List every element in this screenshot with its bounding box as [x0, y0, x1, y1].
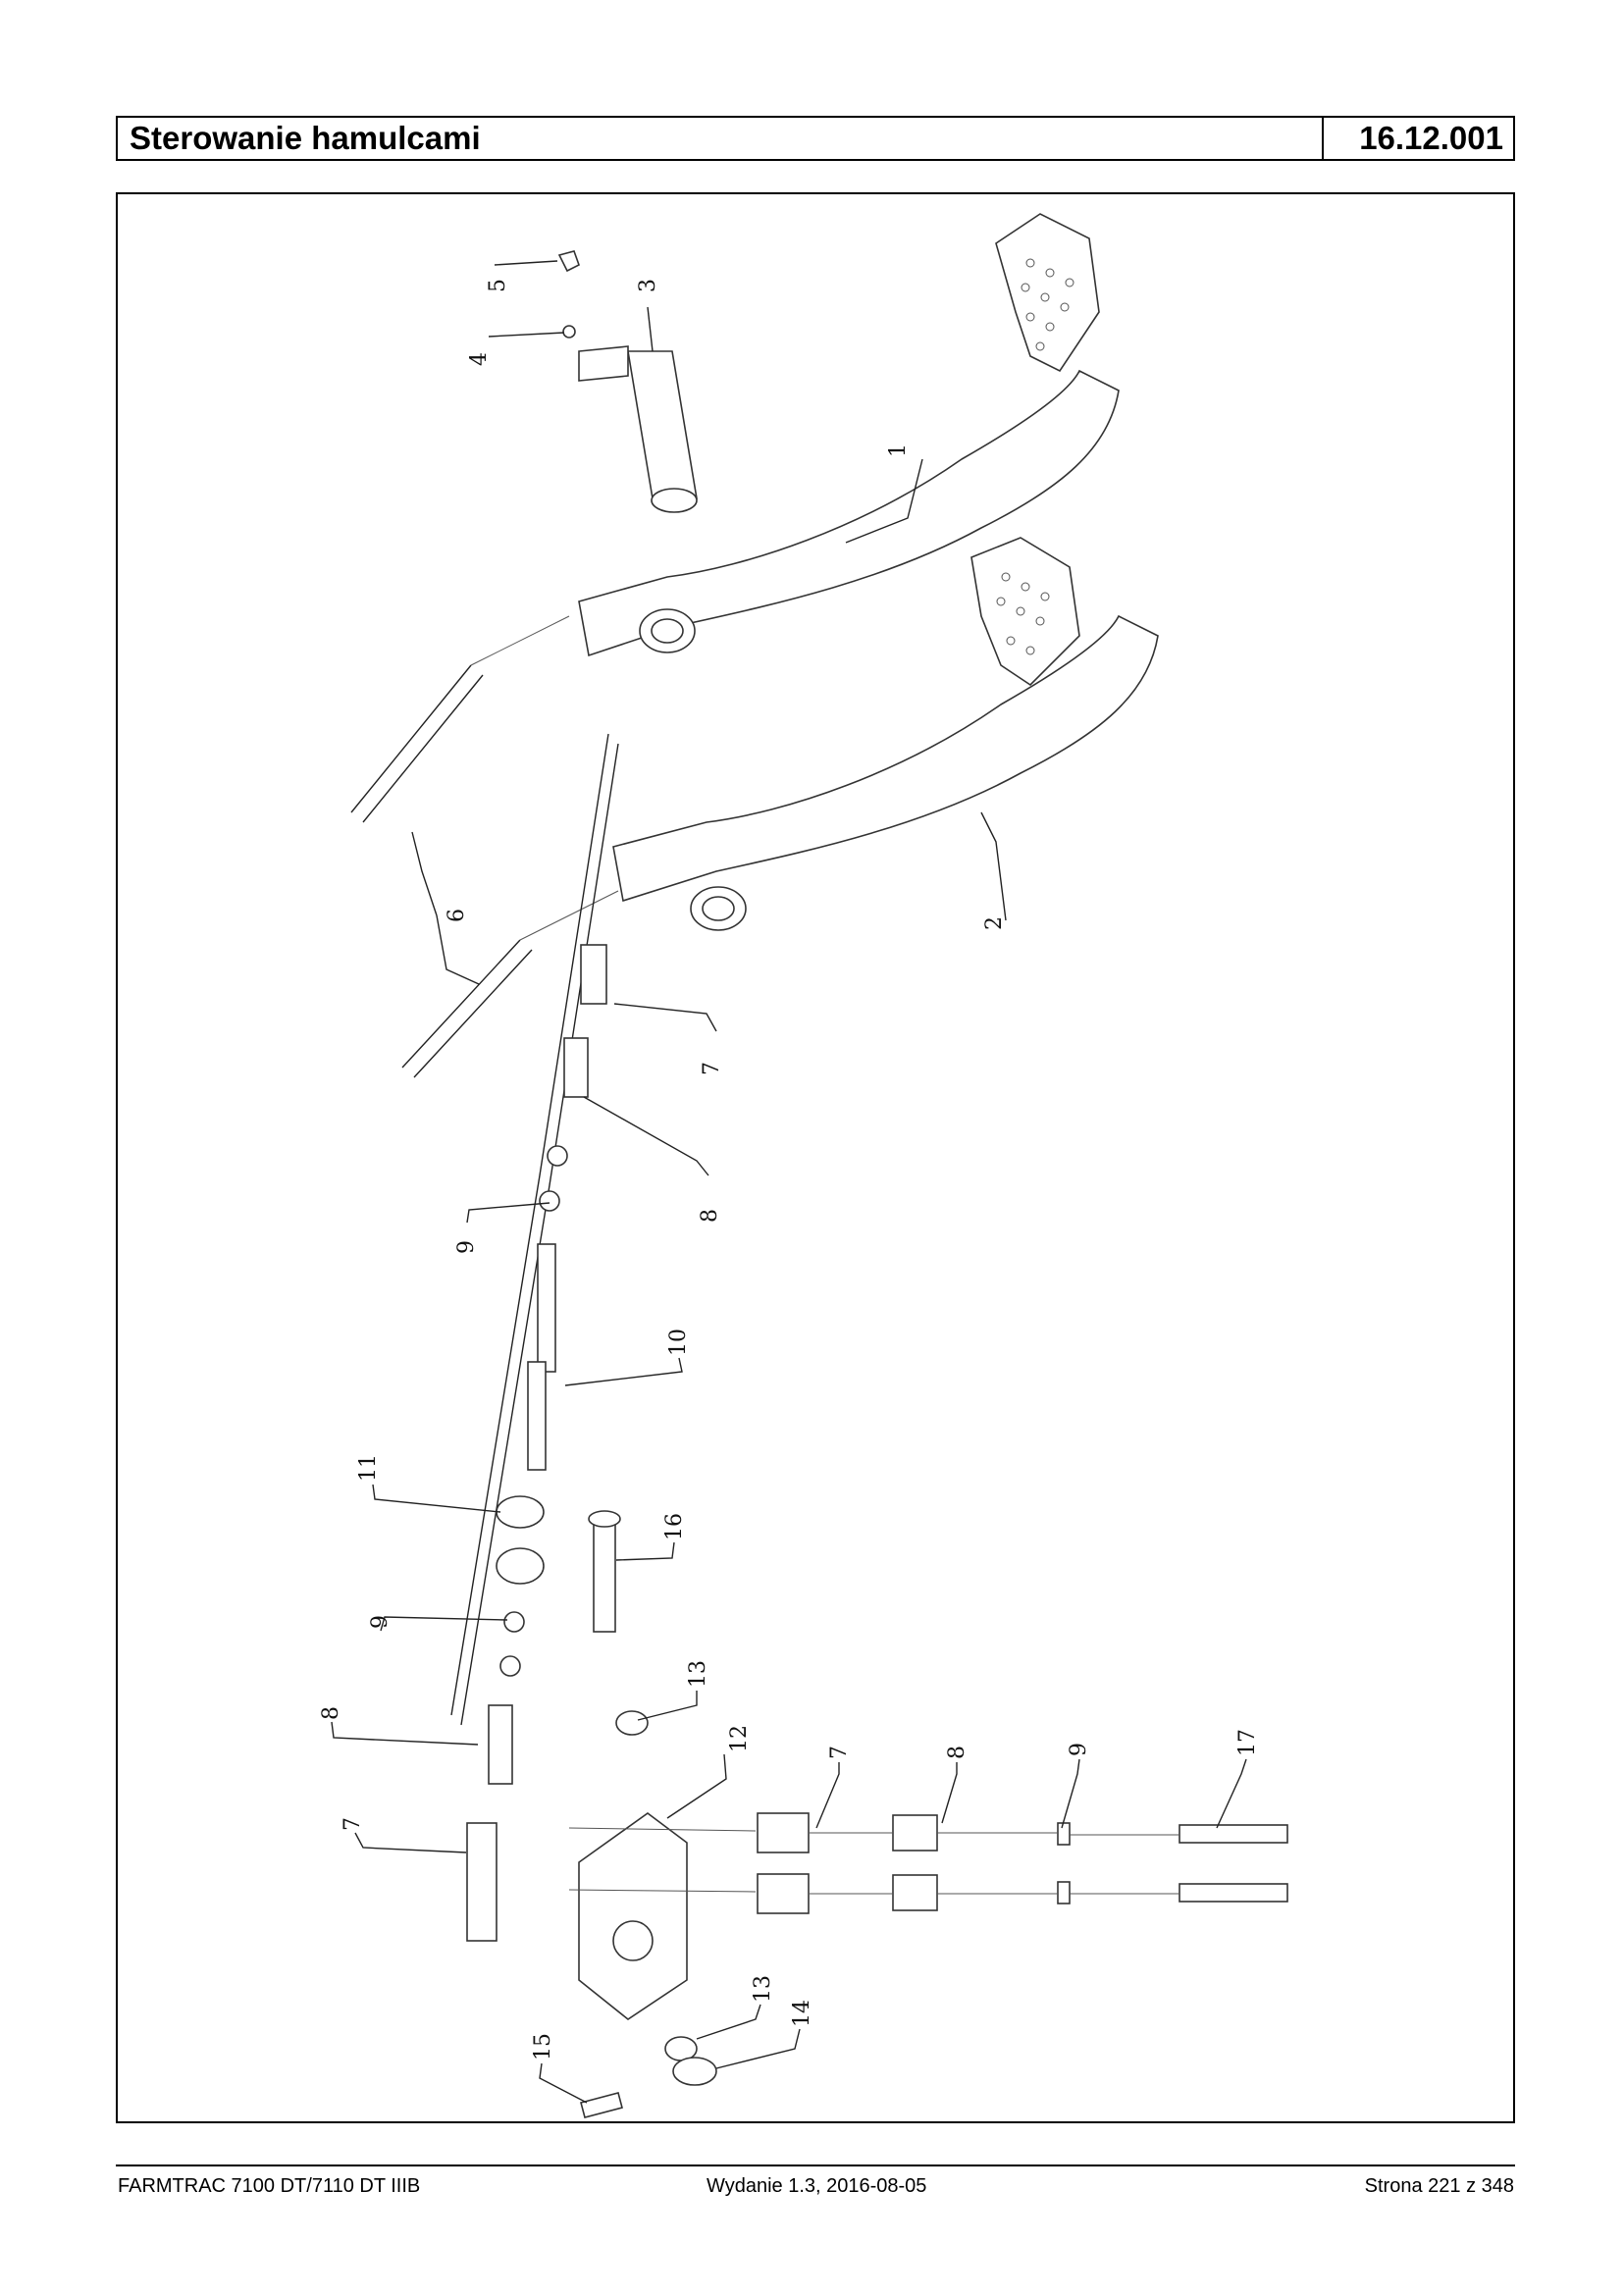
callout-14: 14	[790, 2000, 814, 2027]
bolt-5	[557, 250, 580, 273]
callout-9b: 9	[368, 1615, 393, 1629]
callout-9c: 9	[1067, 1743, 1091, 1756]
callout-8: 8	[698, 1209, 722, 1223]
grommet-11	[496, 1495, 545, 1585]
bushing-13-upper	[615, 1710, 649, 1736]
callout-10: 10	[666, 1329, 691, 1356]
rods-17	[1179, 1824, 1288, 1903]
callout-6: 6	[445, 909, 469, 922]
pin-15	[580, 2092, 623, 2118]
washer-4	[562, 325, 576, 339]
clevis-7-lower	[466, 1822, 498, 1942]
section-code: 16.12.001	[1359, 120, 1503, 156]
callout-2: 2	[982, 916, 1007, 930]
page-title: Sterowanie hamulcami	[118, 118, 1324, 159]
callout-11: 11	[356, 1454, 381, 1482]
lever-12	[578, 1812, 688, 2020]
footer-edition: Wydanie 1.3, 2016-08-05	[707, 2175, 927, 2197]
callout-7: 7	[700, 1062, 724, 1075]
clevises-7-right	[757, 1812, 810, 1914]
callout-4: 4	[467, 352, 492, 366]
nut-9-lower	[503, 1611, 525, 1633]
footer-page: Strona 221 z 348	[1364, 2175, 1514, 2197]
callout-leaders	[331, 260, 1247, 2104]
footer-rule	[116, 2165, 1515, 2166]
clevis-7-upper	[580, 944, 607, 1005]
brake-control-drawing: 1 2 3 4 5 6 7 8 9 10 11 9 8 7 16 13 12 7…	[319, 213, 1288, 2118]
callout-3: 3	[636, 279, 660, 292]
callout-13b: 13	[751, 1975, 775, 2003]
nuts-9-right	[1057, 1822, 1071, 1904]
callout-1: 1	[886, 443, 911, 457]
callout-labels: 1 2 3 4 5 6 7 8 9 10 11 9 8 7 16 13 12 7…	[319, 279, 1260, 2060]
exploded-diagram: 1 2 3 4 5 6 7 8 9 10 11 9 8 7 16 13 12 7…	[116, 192, 1515, 2123]
callout-13: 13	[686, 1660, 710, 1688]
callout-15: 15	[531, 2033, 555, 2060]
nut-9-upper	[547, 1145, 568, 1167]
callout-12: 12	[727, 1725, 752, 1752]
callout-7b: 7	[341, 1817, 365, 1831]
callout-7c: 7	[827, 1746, 852, 1759]
springs-6	[350, 615, 619, 1078]
callout-8b: 8	[319, 1706, 343, 1720]
nut-9-lower-b	[499, 1655, 521, 1677]
washer-14	[672, 2057, 717, 2086]
callout-16: 16	[662, 1513, 687, 1540]
rod-10	[527, 1243, 556, 1471]
brake-rod	[450, 733, 609, 1716]
pedal-2	[612, 537, 1159, 931]
shaft-3	[578, 345, 698, 513]
footer-model: FARMTRAC 7100 DT/7110 DT IIIB	[118, 2175, 421, 2197]
pedal-1	[578, 213, 1120, 657]
clevis-8-lower	[488, 1704, 513, 1785]
callout-9: 9	[454, 1240, 479, 1254]
page-header: Sterowanie hamulcami 16.12.001	[116, 116, 1515, 161]
clevis-8-upper	[563, 1037, 589, 1098]
callout-17: 17	[1235, 1729, 1260, 1756]
nut-9-b	[539, 1190, 560, 1212]
clevises-8-right	[892, 1814, 938, 1911]
brake-rod-2	[460, 743, 619, 1726]
callout-8c: 8	[945, 1746, 969, 1759]
callout-5: 5	[486, 279, 510, 292]
pin-16	[588, 1510, 621, 1633]
